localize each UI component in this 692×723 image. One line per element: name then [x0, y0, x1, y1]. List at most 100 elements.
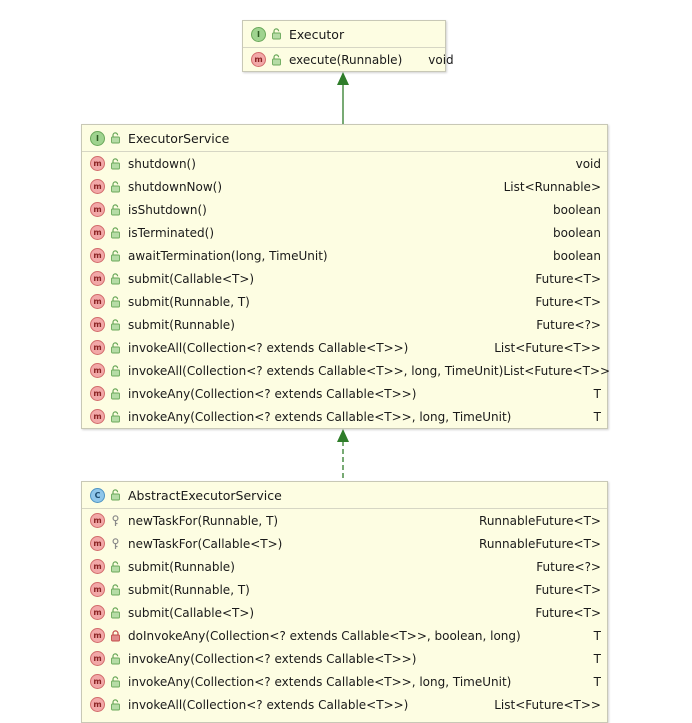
method-name: submit(Runnable, T) — [128, 582, 250, 597]
public-lock-icon — [109, 249, 121, 262]
method-icon: m — [90, 179, 105, 194]
method-name: newTaskFor(Runnable, T) — [128, 513, 279, 528]
method-row[interactable]: m submit(Runnable, T) Future<T> — [82, 290, 607, 313]
method-name: shutdownNow() — [128, 179, 223, 194]
public-lock-icon — [109, 180, 121, 193]
method-row[interactable]: m invokeAny(Collection<? extends Callable… — [82, 382, 607, 405]
executor-header: I Executor — [243, 21, 445, 48]
method-return-type: List<Future<T>> — [494, 697, 601, 712]
public-lock-icon — [109, 203, 121, 216]
public-lock-icon — [270, 53, 282, 66]
public-lock-icon — [109, 341, 121, 354]
method-icon: m — [90, 363, 105, 378]
method-icon: m — [90, 156, 105, 171]
class-title: AbstractExecutorService — [128, 487, 282, 503]
method-row[interactable]: m invokeAny(Collection<? extends Callable… — [82, 670, 607, 693]
method-return-type: void — [575, 156, 601, 171]
method-icon: m — [90, 559, 105, 574]
method-return-type: List<Future<T>> — [494, 340, 601, 355]
method-name: isShutdown() — [128, 202, 207, 217]
abstract-executor-service-class-box[interactable]: C AbstractExecutorService m newTaskFor(Ru… — [81, 481, 608, 723]
public-lock-icon — [109, 583, 121, 596]
method-row[interactable]: m execute(Runnable) void — [243, 48, 454, 71]
extends-arrowhead — [337, 72, 349, 85]
public-lock-icon — [109, 226, 121, 239]
method-row[interactable]: m submit(Runnable, T) Future<T> — [82, 578, 607, 601]
method-name: submit(Runnable, T) — [128, 294, 250, 309]
public-lock-icon — [109, 652, 121, 665]
method-name: invokeAll(Collection<? extends Callable<… — [128, 697, 409, 712]
method-row[interactable]: m invokeAny(Collection<? extends Callable… — [82, 647, 607, 670]
public-lock-icon — [109, 364, 121, 377]
method-name: awaitTermination(long, TimeUnit) — [128, 248, 328, 263]
public-lock-icon — [109, 318, 121, 331]
method-name: invokeAny(Collection<? extends Callable<… — [128, 651, 417, 666]
public-lock-icon — [109, 560, 121, 573]
class-title: Executor — [289, 26, 345, 42]
method-return-type: boolean — [553, 225, 601, 240]
public-lock-icon — [109, 157, 121, 170]
method-icon: m — [90, 386, 105, 401]
public-lock-icon — [109, 387, 121, 400]
abstract-executor-service-header: C AbstractExecutorService — [82, 482, 607, 509]
method-name: submit(Runnable) — [128, 559, 235, 574]
executor-service-header: I ExecutorService — [82, 125, 607, 152]
method-icon: m — [90, 628, 105, 643]
method-name: submit(Callable<T>) — [128, 605, 255, 620]
public-lock-icon — [109, 698, 121, 711]
method-row[interactable]: m submit(Runnable) Future<?> — [82, 555, 607, 578]
method-row[interactable]: m shutdownNow() List<Runnable> — [82, 175, 607, 198]
method-icon: m — [90, 340, 105, 355]
method-icon: m — [90, 582, 105, 597]
method-name: submit(Runnable) — [128, 317, 235, 332]
executor-interface-box[interactable]: I Executor m execute(Runnable) void — [242, 20, 454, 72]
method-return-type: Future<T> — [535, 294, 601, 309]
method-return-type: List<Runnable> — [503, 179, 601, 194]
public-lock-icon — [109, 272, 121, 285]
method-return-type: Future<?> — [536, 559, 601, 574]
method-name: doInvokeAny(Collection<? extends Callabl… — [128, 628, 521, 643]
method-row[interactable]: m doInvokeAny(Collection<? extends Callab… — [82, 624, 607, 647]
class-icon: C — [90, 487, 105, 503]
method-name: invokeAny(Collection<? extends Callable<… — [128, 409, 512, 424]
method-icon: m — [90, 674, 105, 689]
public-lock-icon — [109, 489, 121, 502]
method-name: invokeAny(Collection<? extends Callable<… — [128, 386, 417, 401]
method-icon: m — [90, 651, 105, 666]
method-icon: m — [90, 513, 105, 528]
method-return-type: void — [428, 52, 454, 67]
method-icon: m — [90, 697, 105, 712]
method-row[interactable]: m invokeAll(Collection<? extends Callable… — [82, 693, 607, 716]
class-title: ExecutorService — [128, 130, 230, 146]
protected-key-icon — [109, 537, 121, 550]
method-return-type: Future<T> — [535, 582, 601, 597]
public-lock-icon — [109, 132, 121, 145]
method-name: invokeAny(Collection<? extends Callable<… — [128, 674, 512, 689]
method-return-type: List<Future<T>> — [503, 363, 611, 378]
public-lock-icon — [109, 675, 121, 688]
implements-arrowhead — [337, 429, 349, 442]
method-return-type: T — [593, 674, 601, 689]
method-return-type: Future<T> — [535, 605, 601, 620]
interface-icon: I — [90, 130, 105, 146]
method-return-type: Future<T> — [535, 271, 601, 286]
method-icon: m — [90, 294, 105, 309]
method-icon: m — [90, 248, 105, 263]
method-icon: m — [90, 536, 105, 551]
method-return-type: T — [593, 628, 601, 643]
method-icon: m — [90, 317, 105, 332]
